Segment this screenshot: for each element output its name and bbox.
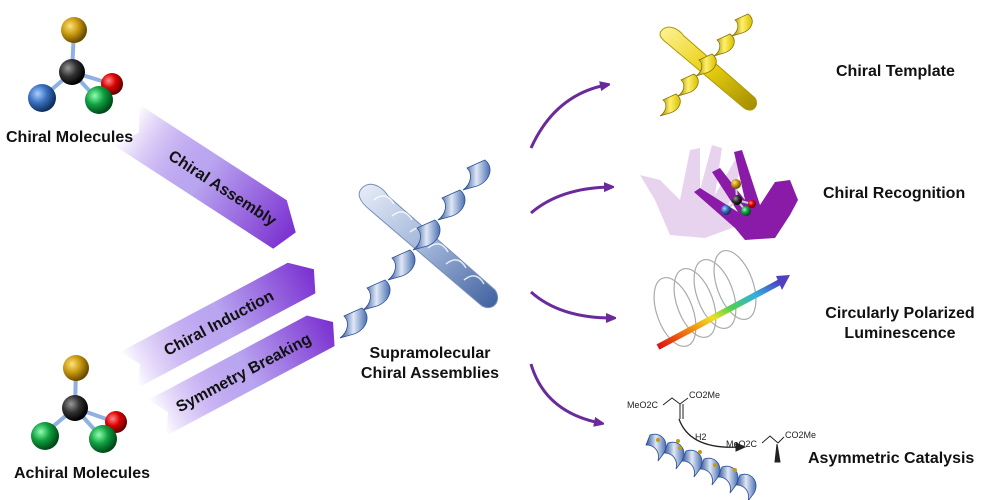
atom-blue <box>28 84 56 112</box>
atom-carbon <box>62 395 88 421</box>
reactant-left-group: MeO2C <box>627 400 659 410</box>
cpl-label-line2: Luminescence <box>844 325 956 342</box>
center-title-line2: Chiral Assemblies <box>360 365 500 382</box>
center-title-line1: Supramolecular <box>369 345 491 362</box>
atom-green <box>89 425 117 453</box>
arrow-to-chiral-template <box>529 85 606 149</box>
atom-green <box>31 422 59 450</box>
reactant-right-group: CO2Me <box>689 390 721 400</box>
arrow-to-cpl <box>529 290 612 318</box>
cpl-label-line1: Circularly Polarized <box>825 305 975 322</box>
product-right-group: CO2Me <box>785 430 817 440</box>
left-hand-icon <box>640 145 742 238</box>
chiral-recognition-label: Chiral Recognition <box>823 185 966 202</box>
center-title: Supramolecular Chiral Assemblies <box>340 344 520 384</box>
cpl-label: Circularly Polarized Luminescence <box>810 304 990 344</box>
chiral-molecules-label: Chiral Molecules <box>6 129 134 146</box>
asymmetric-catalysis-label: Asymmetric Catalysis <box>808 450 975 467</box>
arrow-to-asymmetric-catalysis <box>529 363 600 423</box>
atom-carbon <box>59 59 85 85</box>
atom-gold <box>61 17 87 43</box>
achiral-molecules-label: Achiral Molecules <box>14 465 151 482</box>
chiral-assembly-arrow: Chiral Assembly <box>113 105 296 249</box>
reaction-scheme <box>662 397 785 463</box>
small-chiral-molecule-icon <box>721 179 756 216</box>
hands-recognition-icon <box>640 145 798 240</box>
chiral-template-label: Chiral Template <box>836 63 955 80</box>
yellow-helix-template-icon <box>659 13 758 117</box>
cpl-arrowhead-icon <box>776 275 790 290</box>
atom-green <box>85 86 113 114</box>
curved-arrows <box>529 85 612 423</box>
right-hand-icon <box>694 150 798 240</box>
achiral-molecule-icon <box>31 355 127 453</box>
arrow-to-chiral-recognition <box>530 187 610 215</box>
product-left-group: MeO2C <box>726 439 758 449</box>
supramolecular-helix-assembly-icon <box>339 159 499 339</box>
reagent-label: H2 <box>695 432 707 442</box>
atom-gold <box>63 355 89 381</box>
circularly-polarized-light-icon <box>653 250 790 350</box>
chiral-molecule-icon <box>28 17 123 114</box>
catalyst-sites-icon <box>656 438 737 472</box>
